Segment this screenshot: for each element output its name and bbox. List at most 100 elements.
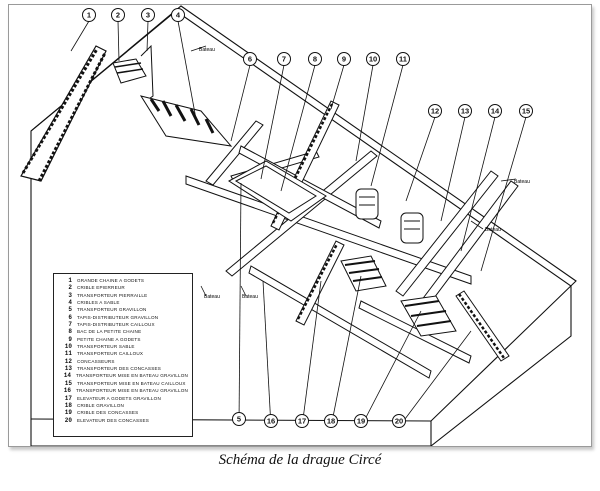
legend-number: 19 — [64, 409, 72, 417]
callout-circle — [141, 8, 155, 22]
legend-text: Cribles a sable — [77, 300, 120, 306]
callout-circle — [519, 104, 533, 118]
elevateurs — [295, 240, 510, 362]
callout-number: 18 — [327, 417, 335, 426]
legend-row: 10Transporteur sable — [58, 343, 188, 350]
legend-text: Crible epierreur — [77, 285, 125, 291]
callout-number: 11 — [399, 55, 407, 64]
callout-circle — [264, 414, 278, 428]
callout-circle — [295, 414, 309, 428]
callout-number: 1 — [87, 11, 91, 20]
caption: Schéma de la drague Circé — [218, 452, 382, 468]
callout-circle — [458, 104, 472, 118]
legend-number: 14 — [63, 372, 71, 380]
legend-text: Elevateur des concasses — [77, 417, 150, 423]
legend-number: 4 — [68, 299, 72, 307]
legend-number: 9 — [68, 335, 72, 343]
callout-leader — [355, 64, 374, 162]
callout-leader — [330, 275, 362, 428]
cribles-gravillon-concasses — [340, 255, 457, 337]
legend-number: 10 — [64, 343, 72, 351]
legend-row: 18Crible gravillon — [58, 402, 188, 409]
bateau-label-2: Bateau — [514, 179, 530, 185]
callout-number: 14 — [491, 107, 500, 116]
bateau-label-4: Bateau — [204, 294, 220, 300]
callout-number: 10 — [369, 55, 377, 64]
callout-circle — [82, 8, 96, 22]
callout-number: 19 — [357, 417, 365, 426]
legend-row: 17Elevateur a godets gravillon — [58, 395, 188, 402]
bateau-label-1: Bateau — [199, 47, 215, 53]
legend-row: 13 Transporteur des concasses — [58, 365, 188, 372]
callout-circle — [232, 412, 246, 426]
callout-number: 8 — [313, 55, 317, 64]
legend-text: Grande chaine a godets — [77, 278, 145, 283]
callout-leader — [230, 64, 251, 142]
legend-row: 9 Petite chaine a godets — [58, 336, 188, 343]
legend-row: 12Concasseurs — [58, 358, 188, 365]
callout-number: 12 — [431, 107, 439, 116]
callout-number: 5 — [237, 415, 241, 424]
legend-text: Transporteur mise en bateau gravillon — [75, 388, 188, 394]
legend-text: Tapis-distributeur gravillon — [77, 314, 159, 320]
callout-circle — [428, 104, 442, 118]
legend-row: 8 Bac de la petite chaine — [58, 328, 188, 335]
legend-number: 5 — [68, 306, 72, 314]
callout-leader — [460, 116, 496, 252]
callout-number: 3 — [146, 11, 150, 20]
callout-circle — [171, 8, 185, 22]
legend-row: 3Transporteur pierraille — [58, 292, 188, 299]
legend-number: 3 — [68, 291, 72, 299]
legend-number: 8 — [68, 328, 72, 336]
callout-circle — [488, 104, 502, 118]
callout-circle — [392, 414, 406, 428]
callout-leader — [480, 116, 527, 272]
legend-row: 19 Crible des concasses — [58, 409, 188, 416]
callout-number: 7 — [282, 55, 286, 64]
legend-row: 5Transporteur gravillon — [58, 306, 188, 313]
callout-leader — [262, 280, 272, 428]
concasseurs — [355, 188, 424, 244]
callout-leader — [146, 20, 149, 52]
callout-circle — [324, 414, 338, 428]
callout-number: 20 — [395, 417, 403, 426]
legend-number: 1 — [68, 277, 72, 284]
legend-number: 7 — [68, 321, 72, 329]
legend-number: 20 — [64, 416, 72, 424]
callout-leader — [440, 116, 466, 222]
callout-number: 17 — [298, 417, 306, 426]
callout-circle — [111, 8, 125, 22]
bac-petite-chaine — [228, 160, 327, 222]
callout-leader — [238, 182, 242, 426]
callout-leader — [260, 64, 285, 180]
cribles-a-sable — [139, 95, 233, 147]
callout-leader — [301, 280, 322, 428]
bateau-label-5: Bateau — [242, 294, 258, 300]
legend-row: 14Transporteur mise en bateau gravillon — [58, 372, 188, 379]
legend-row: 4 Cribles a sable — [58, 299, 188, 306]
legend-text: Crible des concasses — [77, 410, 139, 416]
callout-number: 6 — [248, 55, 252, 64]
callout-leader — [70, 20, 90, 52]
legend-text: Transporteur cailloux — [77, 351, 144, 357]
callout-circle — [308, 52, 322, 66]
legend-text: Bac de la petite chaine — [77, 329, 142, 335]
legend-number: 6 — [68, 313, 72, 321]
callout-number: 16 — [267, 417, 275, 426]
legend-text: Transporteur des concasses — [77, 366, 161, 372]
legend-text: Concasseurs — [77, 358, 115, 364]
legend-number: 2 — [68, 284, 72, 292]
callout-number: 13 — [461, 107, 469, 116]
legend-row: 6 Tapis-distributeur gravillon — [58, 314, 188, 321]
legend-number: 11 — [64, 350, 72, 358]
legend-number: 13 — [64, 365, 72, 373]
callout-number: 2 — [116, 11, 120, 20]
callout-leader — [398, 330, 472, 428]
callout-leader — [360, 310, 422, 428]
legend-number: 18 — [64, 401, 72, 409]
callout-circle — [396, 52, 410, 66]
callout-circle — [337, 52, 351, 66]
legend-text: Petite chaine a godets — [77, 336, 141, 342]
callout-number: 9 — [342, 55, 346, 64]
